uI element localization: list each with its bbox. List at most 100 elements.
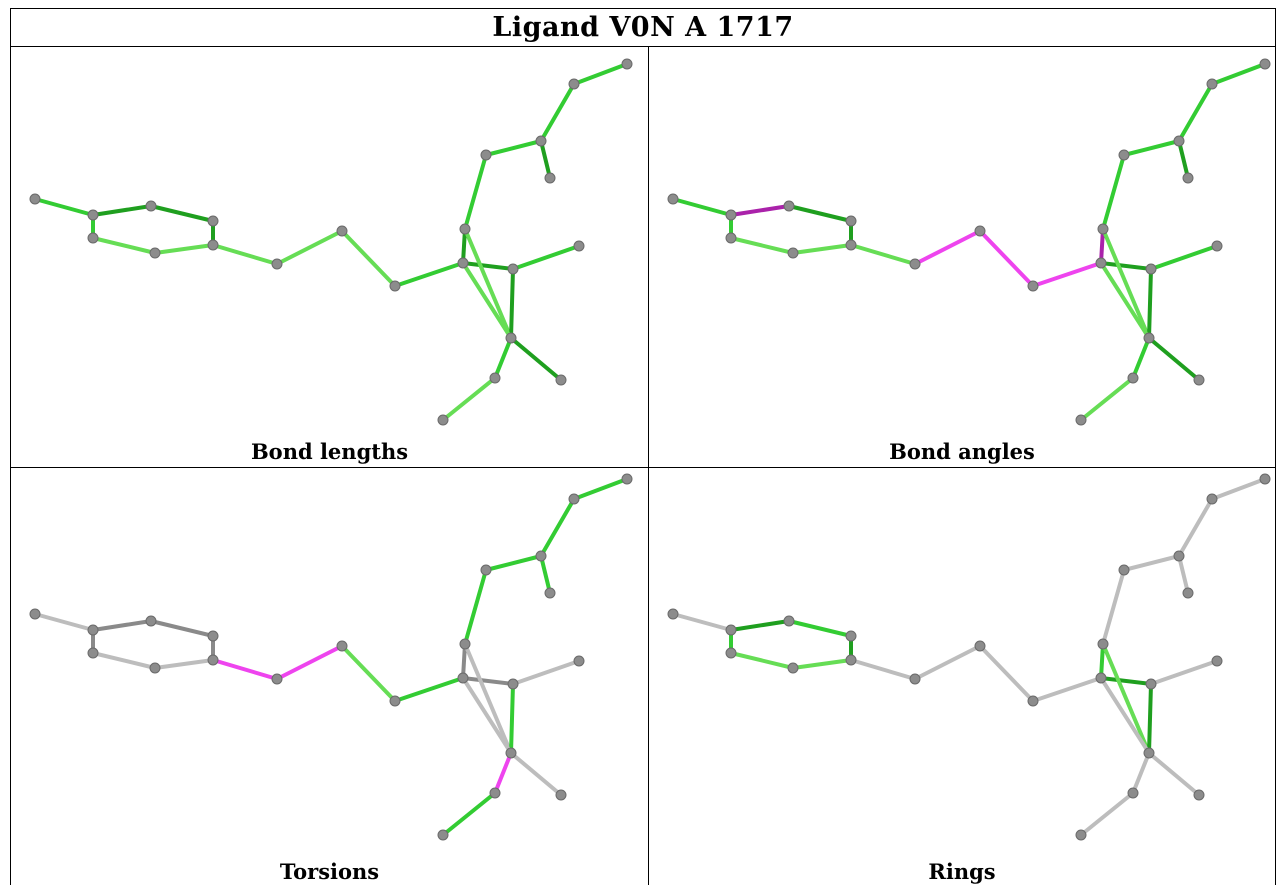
atom — [459, 223, 471, 235]
bond — [729, 204, 791, 217]
atom — [1027, 695, 1039, 707]
bond — [511, 659, 581, 686]
bond — [461, 642, 467, 680]
atom — [845, 239, 857, 251]
atom — [1211, 655, 1223, 667]
bond — [509, 336, 563, 382]
atom — [845, 630, 857, 642]
bond — [978, 229, 1035, 288]
atom — [437, 829, 449, 841]
bond — [1099, 261, 1151, 340]
bond — [1099, 261, 1153, 271]
bond — [1099, 676, 1153, 686]
atom — [507, 263, 519, 275]
bond — [463, 568, 488, 646]
bond — [913, 644, 982, 681]
bond — [511, 244, 581, 271]
atom — [1118, 149, 1130, 161]
atom — [909, 673, 921, 685]
atom — [1127, 372, 1139, 384]
panel-bond-lengths: Bond lengths — [11, 47, 648, 467]
bond — [1122, 139, 1181, 157]
bond — [493, 336, 513, 380]
atom — [544, 587, 556, 599]
atom — [457, 257, 469, 269]
bond — [1079, 791, 1135, 837]
table-border-top — [10, 8, 1276, 9]
panel-caption: Rings — [928, 859, 996, 884]
bond — [509, 682, 515, 755]
bond — [153, 243, 215, 255]
atom — [207, 215, 219, 227]
bond — [509, 751, 563, 797]
atom — [145, 615, 157, 627]
atom — [207, 239, 219, 251]
bond — [149, 619, 215, 638]
atom — [1145, 678, 1157, 690]
row-divider — [10, 467, 1276, 468]
panel-caption: Torsions — [279, 859, 380, 884]
atom — [336, 640, 348, 652]
bond — [275, 229, 344, 266]
bond — [461, 261, 513, 340]
molecule-torsions — [29, 473, 633, 841]
bond — [1131, 751, 1151, 795]
bond — [1147, 336, 1201, 382]
bond — [849, 658, 917, 681]
bond — [1079, 376, 1135, 422]
bond — [340, 229, 397, 288]
atom — [149, 247, 161, 259]
atom — [389, 695, 401, 707]
atom — [507, 678, 519, 690]
bond — [153, 658, 215, 670]
atom — [1097, 638, 1109, 650]
bond — [393, 676, 465, 703]
bond — [1149, 244, 1219, 271]
atom — [974, 225, 986, 237]
bond — [340, 644, 397, 703]
atom — [457, 672, 469, 684]
bond — [484, 139, 543, 157]
atom — [667, 193, 679, 205]
bond — [539, 554, 552, 595]
bond — [463, 227, 513, 340]
atom — [1143, 747, 1155, 759]
atom — [1145, 263, 1157, 275]
bond — [149, 204, 215, 223]
atom — [437, 414, 449, 426]
bond — [275, 644, 344, 681]
bond — [572, 62, 629, 86]
atom — [480, 564, 492, 576]
atom — [1206, 493, 1218, 505]
molecule-rings — [667, 473, 1271, 841]
atom — [1127, 787, 1139, 799]
atom — [1259, 473, 1271, 485]
bond — [461, 676, 515, 686]
bond — [463, 153, 488, 231]
bond — [791, 243, 853, 255]
bond — [493, 751, 513, 795]
bond — [1101, 568, 1126, 646]
atom — [389, 280, 401, 292]
bond — [484, 554, 543, 572]
atom — [1097, 223, 1109, 235]
panel-caption: Bond lengths — [250, 439, 409, 464]
atom — [1259, 58, 1271, 70]
atom — [725, 624, 737, 636]
atom — [149, 662, 161, 674]
atom — [1075, 414, 1087, 426]
atom — [974, 640, 986, 652]
bond — [91, 619, 153, 632]
bond — [1099, 227, 1105, 265]
atom — [1027, 280, 1039, 292]
atom — [725, 209, 737, 221]
panel-rings: Rings — [649, 468, 1275, 885]
bond — [211, 658, 279, 681]
table-border-left — [10, 8, 11, 885]
bond — [463, 642, 513, 755]
bond — [539, 82, 576, 143]
bond — [787, 204, 853, 223]
atom — [505, 747, 517, 759]
atom — [1182, 172, 1194, 184]
atom — [1095, 672, 1107, 684]
